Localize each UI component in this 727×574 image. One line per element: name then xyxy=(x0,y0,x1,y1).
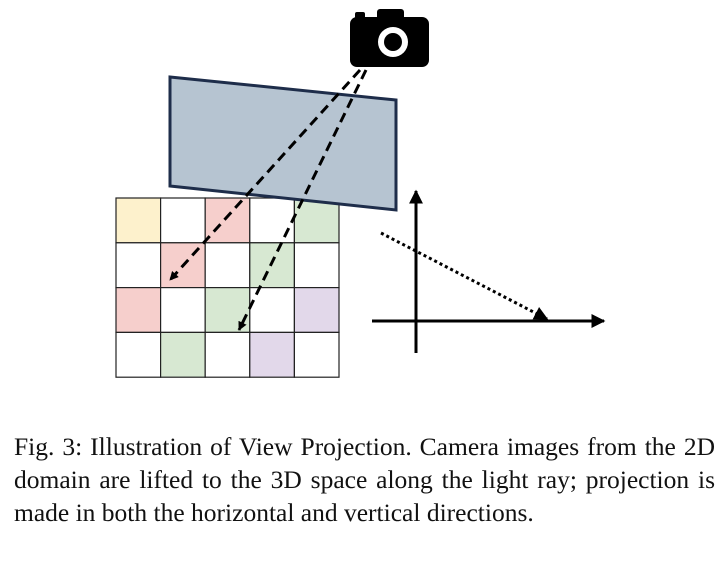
figure-caption: Fig. 3: Illustration of View Projection.… xyxy=(14,432,715,527)
grid-cell xyxy=(115,197,162,244)
grid-cell xyxy=(204,242,251,289)
camera-icon xyxy=(350,9,429,67)
grid-cell xyxy=(160,331,206,378)
grid-cell xyxy=(160,197,206,244)
grid-cell xyxy=(204,287,251,334)
grid-cell xyxy=(204,331,251,378)
view-projection-diagram xyxy=(115,9,606,378)
image-plane xyxy=(168,75,398,212)
grid-cell xyxy=(293,242,340,289)
grid-cell xyxy=(293,287,340,334)
grid-cell xyxy=(293,197,340,244)
grid-cell xyxy=(293,331,340,378)
grid-cell xyxy=(115,287,162,334)
grid-cell xyxy=(249,197,296,244)
grid-cell xyxy=(160,287,206,334)
grid xyxy=(115,197,340,378)
grid-cell xyxy=(249,331,296,378)
grid-cell xyxy=(115,242,162,289)
grid-cell xyxy=(115,331,162,378)
grid-cell xyxy=(204,197,251,244)
projection-ray xyxy=(380,231,549,321)
light-ray-right xyxy=(237,69,368,331)
